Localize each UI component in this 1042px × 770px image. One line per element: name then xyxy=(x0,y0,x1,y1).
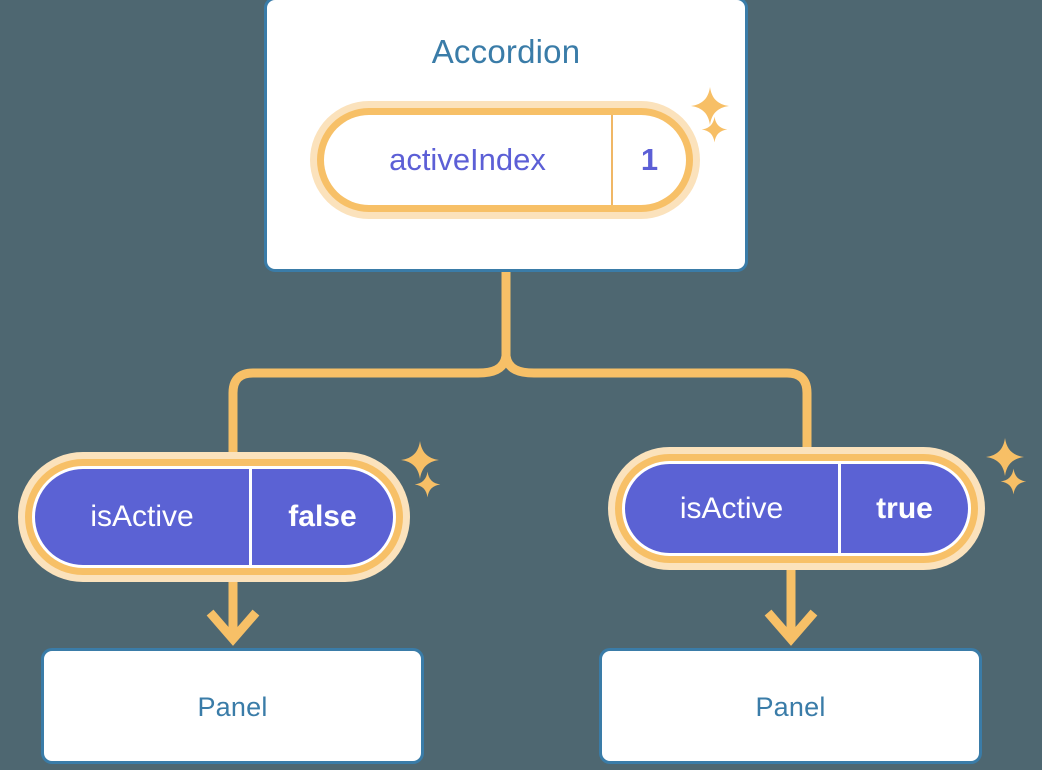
state-pill-right-key: isActive xyxy=(625,464,841,553)
prop-pill-key: activeIndex xyxy=(324,115,613,205)
state-pill-is-active-false[interactable]: isActive false xyxy=(18,452,410,582)
state-pill-right-value: true xyxy=(876,491,933,525)
panel-component-card-left[interactable]: Panel xyxy=(41,648,424,764)
state-pill-left-ring: isActive false xyxy=(25,459,403,575)
state-pill-right-ring: isActive true xyxy=(615,454,978,563)
state-pill-is-active-true[interactable]: isActive true xyxy=(608,447,985,570)
accordion-card-title: Accordion xyxy=(431,33,581,70)
state-pill-left-inner: isActive false xyxy=(32,466,396,568)
arrow-head-right xyxy=(764,609,818,646)
sparkle-small-icon xyxy=(1000,468,1027,495)
prop-pill-active-index[interactable]: activeIndex 1 xyxy=(310,101,700,219)
arrow-down-left xyxy=(206,582,260,646)
panel-card-right-title: Panel xyxy=(755,692,826,722)
arrow-down-right xyxy=(764,570,818,646)
panel-component-card-right[interactable]: Panel xyxy=(599,648,982,764)
prop-pill-inner: activeIndex 1 xyxy=(324,115,686,205)
state-pill-right-inner: isActive true xyxy=(622,461,971,556)
connector-branch-left xyxy=(228,351,511,457)
state-pill-left-key: isActive xyxy=(35,469,252,565)
sparkle-icon xyxy=(400,440,440,480)
state-pill-left-value: false xyxy=(288,500,357,533)
sparkle-icon xyxy=(985,437,1025,477)
panel-card-left-title: Panel xyxy=(197,692,268,722)
prop-pill-value: 1 xyxy=(640,142,659,177)
connector-branch-right xyxy=(501,351,812,452)
sparkle-small-icon xyxy=(414,471,441,498)
arrow-head-left xyxy=(206,609,260,646)
prop-pill-ring: activeIndex 1 xyxy=(317,108,693,212)
